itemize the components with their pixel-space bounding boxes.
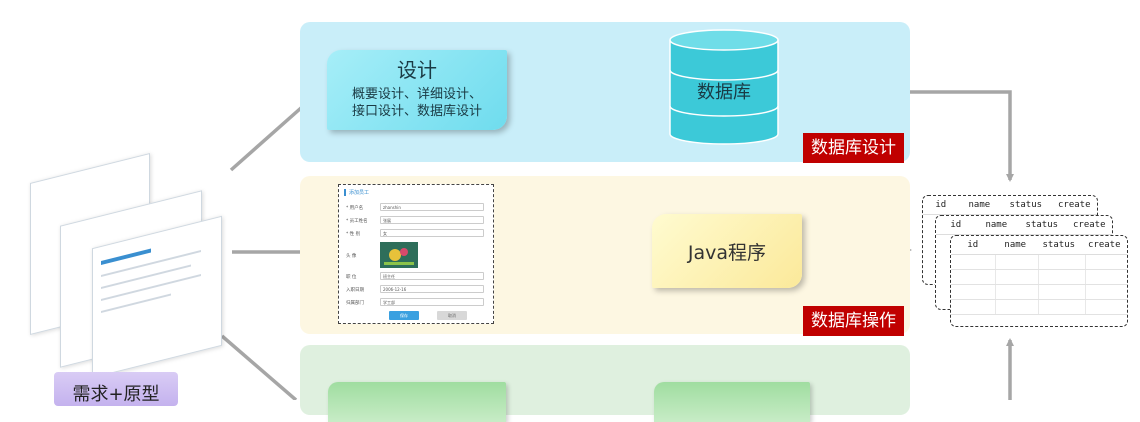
form-input-entry-date[interactable]: 2006-12-16	[380, 285, 484, 293]
form-label-entry-date: 入职日期	[346, 288, 364, 293]
table-row	[951, 270, 1127, 285]
col-create: create	[1073, 220, 1106, 230]
form-title: 添加员工	[344, 189, 369, 196]
arrow-req-to-design	[229, 98, 312, 172]
col-name: name	[968, 200, 991, 210]
col-create: create	[1058, 200, 1091, 210]
col-id: id	[967, 240, 979, 250]
form-label-username: * 用户名	[346, 206, 364, 211]
col-create: create	[1088, 240, 1121, 250]
database-label: 数据库	[697, 82, 751, 103]
database-design-tag: 数据库设计	[803, 133, 904, 163]
form-select-position[interactable]: 班主任	[380, 272, 484, 280]
col-status: status	[1042, 240, 1076, 250]
green-box-right	[654, 382, 810, 422]
form-select-department[interactable]: 学工部	[380, 298, 484, 306]
form-label-gender: * 性 别	[346, 232, 361, 237]
java-program-label: Java程序	[687, 241, 767, 264]
col-name: name	[985, 220, 1008, 230]
avatar-image-icon[interactable]	[380, 242, 418, 268]
col-status: status	[1025, 220, 1059, 230]
table-row	[951, 255, 1127, 270]
form-label-position: 职 位	[346, 275, 357, 280]
design-subtitle-line1: 概要设计、详细设计、	[351, 87, 482, 102]
form-label-name: * 员工姓名	[346, 219, 368, 224]
table-row	[951, 300, 1127, 315]
database-operation-tag: 数据库操作	[803, 306, 904, 336]
requirements-label-text: 需求+原型	[72, 384, 160, 405]
form-input-username[interactable]: zhanshin	[380, 203, 484, 211]
col-id: id	[950, 220, 962, 230]
form-input-name[interactable]: 张展	[380, 216, 484, 224]
col-name: name	[1004, 240, 1027, 250]
design-title: 设计	[397, 58, 437, 82]
form-select-gender[interactable]: 女	[380, 229, 484, 237]
green-box-left	[328, 382, 506, 422]
arrow-req-to-green	[220, 334, 298, 400]
java-program-box: Java程序	[652, 214, 802, 288]
table-row	[951, 285, 1127, 300]
form-label-avatar: 头 像	[346, 254, 357, 259]
col-id: id	[935, 200, 947, 210]
form-cancel-button[interactable]: 取消	[437, 311, 467, 320]
table-header: id name status create	[923, 196, 1097, 215]
database-cylinder-icon	[669, 29, 779, 145]
design-subtitle: 概要设计、详细设计、 接口设计、数据库设计	[327, 86, 507, 120]
form-label-department: 归属部门	[346, 301, 364, 306]
table-header: id name status create	[936, 216, 1112, 235]
col-status: status	[1009, 200, 1043, 210]
design-box: 设计 概要设计、详细设计、 接口设计、数据库设计	[327, 50, 507, 130]
db-table-front: id name status create	[950, 235, 1128, 327]
requirements-prototype-label: 需求+原型	[54, 372, 178, 406]
table-header: id name status create	[951, 236, 1127, 255]
design-subtitle-line2: 接口设计、数据库设计	[351, 104, 482, 119]
form-save-button[interactable]: 保存	[389, 311, 419, 320]
